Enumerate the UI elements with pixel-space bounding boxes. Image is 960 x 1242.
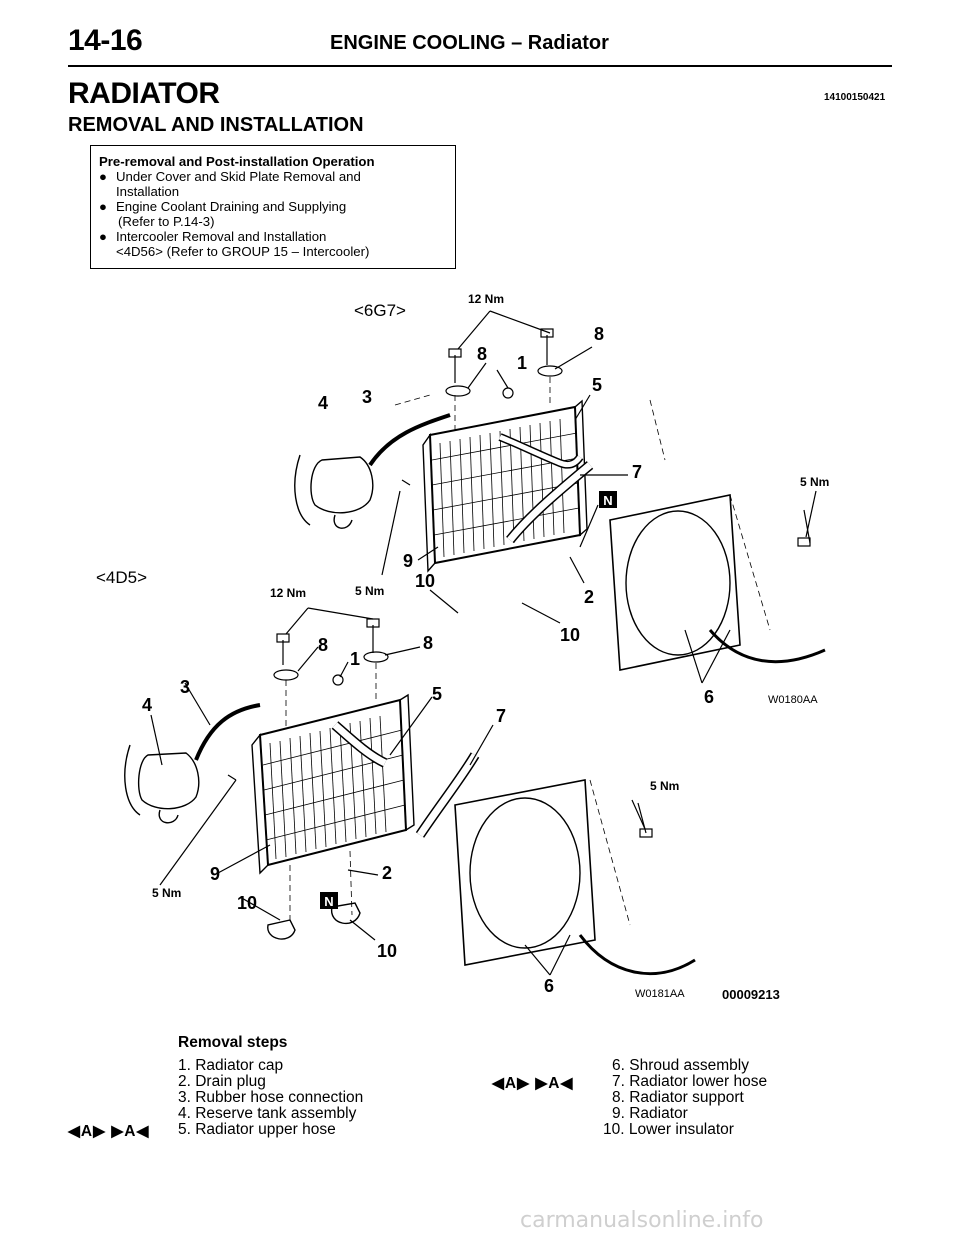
- removal-step: 3. Rubber hose connection: [178, 1089, 364, 1106]
- callout-number: 9: [210, 864, 220, 884]
- torque-label: 5 Nm: [800, 475, 829, 489]
- callout-number: 3: [180, 677, 190, 697]
- torque-label: 5 Nm: [650, 779, 679, 793]
- bullet-icon: ●: [99, 199, 107, 214]
- callout-number: 4: [142, 695, 152, 715]
- figure-number: 00009213: [722, 987, 780, 1002]
- operation-item: ● Under Cover and Skid Plate Removal and…: [99, 169, 447, 199]
- n-mark-icon: N: [320, 892, 338, 909]
- callout-number: 7: [496, 706, 506, 726]
- removal-step: 7. Radiator lower hose: [612, 1073, 768, 1090]
- removal-step: 10. Lower insulator: [603, 1121, 734, 1138]
- callout-number: 10: [237, 893, 257, 913]
- radiator-bottom: [124, 618, 696, 976]
- callout-number: 6: [544, 976, 554, 996]
- removal-step: 6. Shroud assembly: [612, 1057, 749, 1074]
- service-point-marker: ◀A▶ ▶A◀: [492, 1075, 574, 1092]
- callout-number: 3: [362, 387, 372, 407]
- bullet-icon: ●: [99, 169, 107, 184]
- n-mark-text: N: [603, 493, 612, 508]
- operation-item: ● Intercooler Removal and Installation <…: [99, 229, 447, 259]
- n-mark-icon: N: [599, 491, 617, 508]
- torque-label: 12 Nm: [468, 292, 504, 306]
- radiator-top: [294, 328, 826, 671]
- callout-number: 9: [403, 551, 413, 571]
- callout-number: 10: [415, 571, 435, 591]
- callout-number: 7: [632, 462, 642, 482]
- figure-code: W0181AA: [635, 988, 685, 1000]
- callout-number: 1: [350, 649, 360, 669]
- removal-step: 8. Radiator support: [612, 1089, 744, 1106]
- operation-item-line: (Refer to P.14-3): [118, 214, 215, 229]
- operation-item: ● Engine Coolant Draining and Supplying …: [99, 199, 447, 229]
- torque-label: 5 Nm: [152, 886, 181, 900]
- figure-code: W0180AA: [768, 694, 818, 706]
- callout-number: 5: [592, 375, 602, 395]
- radiator-exploded-diagram: <6G7> <4D5> 12 Nm 12 Nm 5 Nm 5 Nm 5 Nm 5…: [96, 292, 829, 1002]
- bullet-icon: ●: [99, 229, 107, 244]
- operation-box-title: Pre-removal and Post-installation Operat…: [99, 154, 375, 169]
- removal-step: 5. Radiator upper hose: [178, 1121, 336, 1138]
- removal-step: 2. Drain plug: [178, 1073, 266, 1090]
- callout-number: 10: [377, 941, 397, 961]
- callout-number: 4: [318, 393, 328, 413]
- callout-number: 6: [704, 687, 714, 707]
- operation-item-line: <4D56> (Refer to GROUP 15 – Intercooler): [116, 244, 370, 259]
- callout-number: 8: [318, 635, 328, 655]
- callout-number: 2: [382, 863, 392, 883]
- header-rule: [68, 65, 892, 67]
- torque-label: 12 Nm: [270, 586, 306, 600]
- torque-label: 5 Nm: [355, 584, 384, 598]
- service-point-marker: ◀A▶ ▶A◀: [68, 1123, 150, 1140]
- header-title: ENGINE COOLING – Radiator: [330, 32, 609, 54]
- n-mark-text: N: [324, 894, 333, 909]
- operation-box: Pre-removal and Post-installation Operat…: [90, 145, 456, 269]
- callout-number: 1: [517, 353, 527, 373]
- removal-step: 4. Reserve tank assembly: [178, 1105, 357, 1122]
- callout-number: 2: [584, 587, 594, 607]
- operation-item-line: Installation: [116, 184, 180, 199]
- section-title: REMOVAL AND INSTALLATION: [68, 114, 364, 136]
- watermark: carmanualsonline.info: [520, 1208, 764, 1233]
- engine-label-6g7: <6G7>: [354, 301, 406, 320]
- operation-item-line: Intercooler Removal and Installation: [116, 229, 327, 244]
- removal-steps-heading: Removal steps: [178, 1034, 288, 1051]
- operation-item-line: Under Cover and Skid Plate Removal and: [116, 169, 361, 184]
- doc-title: RADIATOR: [68, 77, 220, 110]
- removal-step: 1. Radiator cap: [178, 1057, 284, 1074]
- callout-number: 10: [560, 625, 580, 645]
- doc-code: 14100150421: [824, 92, 886, 103]
- callout-number: 8: [423, 633, 433, 653]
- callout-number: 8: [477, 344, 487, 364]
- engine-label-4d5: <4D5>: [96, 568, 147, 587]
- operation-item-line: Engine Coolant Draining and Supplying: [116, 199, 347, 214]
- removal-step: 9. Radiator: [612, 1105, 688, 1122]
- callout-number: 5: [432, 684, 442, 704]
- callout-number: 8: [594, 324, 604, 344]
- page-number: 14-16: [68, 24, 143, 57]
